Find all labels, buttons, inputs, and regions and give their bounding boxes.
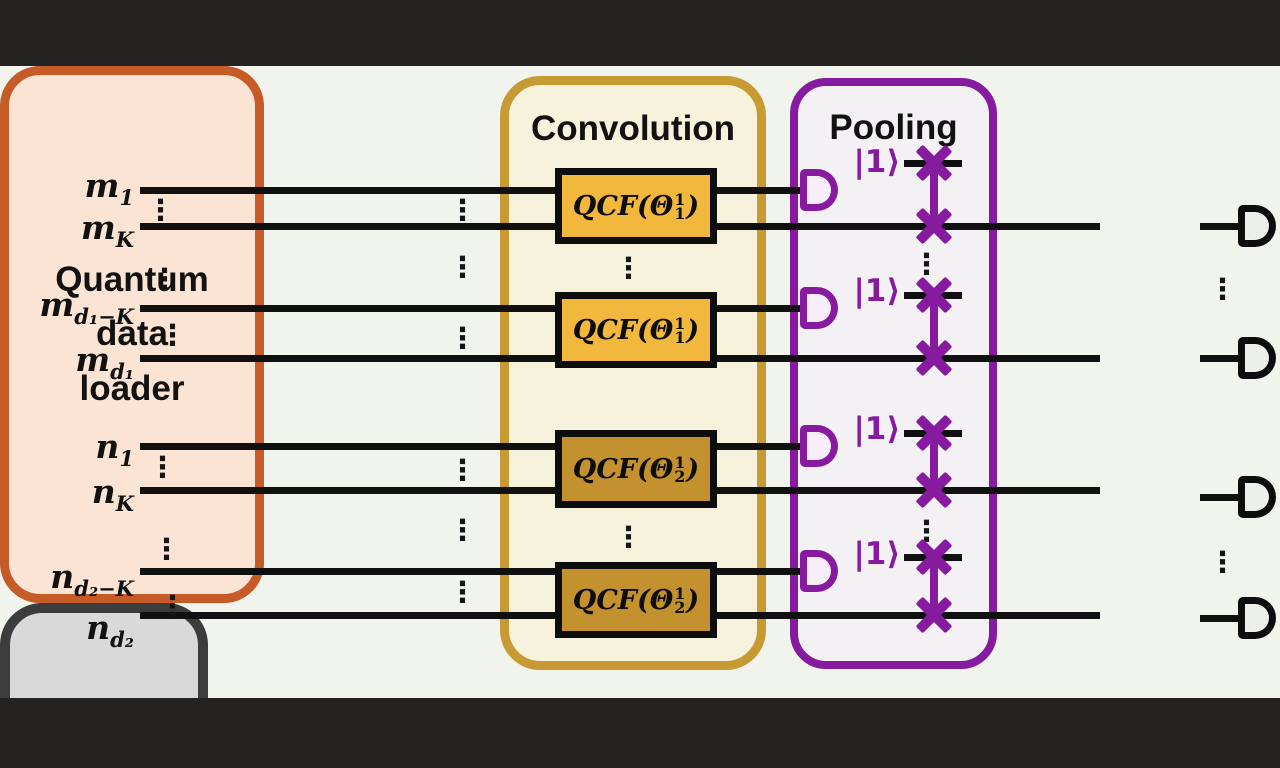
input-label-n1: n1 [95,427,134,471]
ellipsis-gap-6: ⋮ [448,575,477,609]
swap-x-icon [916,340,952,376]
quantum-data-loader-label: Quantum data loader [55,260,209,408]
quantum-data-loader-box: Quantum data loader [0,66,264,603]
input-label-nd2-K: nd₂−K [50,557,134,601]
ellipsis-left-2: ⋮ [150,262,179,296]
output-measurement-icon [1238,337,1276,379]
swap-x-icon [916,208,952,244]
convolution-title: Convolution [530,109,736,148]
ellipsis-gap-5: ⋮ [448,513,477,547]
bottom-black-bar [0,698,1280,768]
ellipsis-out-1: ⋮ [1208,272,1237,306]
swap-x-icon [916,145,952,181]
pooling-title: Pooling [829,108,958,147]
measurement-icon [800,287,838,329]
output-measurement-icon [1238,476,1276,518]
output-measurement-icon [1238,597,1276,639]
input-label-mK: mK [80,208,134,252]
swap-x-icon [916,597,952,633]
swap-x-icon [916,472,952,508]
input-label-nd2: nd₂ [86,608,134,652]
input-label-nK: nK [91,472,134,516]
ellipsis-left-3: ⋮ [158,318,187,352]
swap-x-icon [916,539,952,575]
measurement-icon [800,169,838,211]
ellipsis-gap-4: ⋮ [448,453,477,487]
output-measurement-icon [1238,205,1276,247]
wire-md1-K [140,305,812,312]
swap-connector [930,557,938,615]
diagram-canvas: Convolution Pooling m1 mK md₁−K md₁ n1 n… [0,66,1280,768]
wire-nd2-K [140,568,812,575]
ellipsis-left-6: ⋮ [158,589,187,623]
ellipsis-pool-1: ⋮ [912,247,941,281]
swap-connector [930,163,938,226]
top-black-bar [0,0,1280,66]
ellipsis-left-1: ⋮ [146,193,175,227]
ellipsis-out-2: ⋮ [1208,545,1237,579]
swap-x-icon [916,277,952,313]
measurement-icon [800,550,838,592]
swap-x-icon [916,415,952,451]
wire-m1 [140,187,812,194]
output-wire [1200,223,1240,230]
input-label-m1: m1 [84,166,134,210]
ancilla-ket-label: |1⟩ [853,144,901,180]
ellipsis-left-4: ⋮ [148,450,177,484]
output-wire [1200,494,1240,501]
output-wire [1200,355,1240,362]
ellipsis-gap-2: ⋮ [448,250,477,284]
ellipsis-gap-3: ⋮ [448,321,477,355]
swap-connector [930,295,938,358]
ellipsis-left-5: ⋮ [152,532,181,566]
ancilla-ket-label: |1⟩ [853,273,901,309]
ellipsis-gap-1: ⋮ [448,193,477,227]
pooling-region: Pooling [790,78,997,669]
wire-n1 [140,443,812,450]
measurement-icon [800,425,838,467]
input-label-md1: md₁ [75,340,134,384]
ancilla-ket-label: |1⟩ [853,411,901,447]
ellipsis-conv-2: ⋮ [614,520,643,554]
ancilla-ket-label: |1⟩ [853,536,901,572]
ellipsis-conv-1: ⋮ [614,251,643,285]
output-wire [1200,615,1240,622]
swap-connector [930,433,938,490]
input-label-md1-K: md₁−K [39,285,134,329]
